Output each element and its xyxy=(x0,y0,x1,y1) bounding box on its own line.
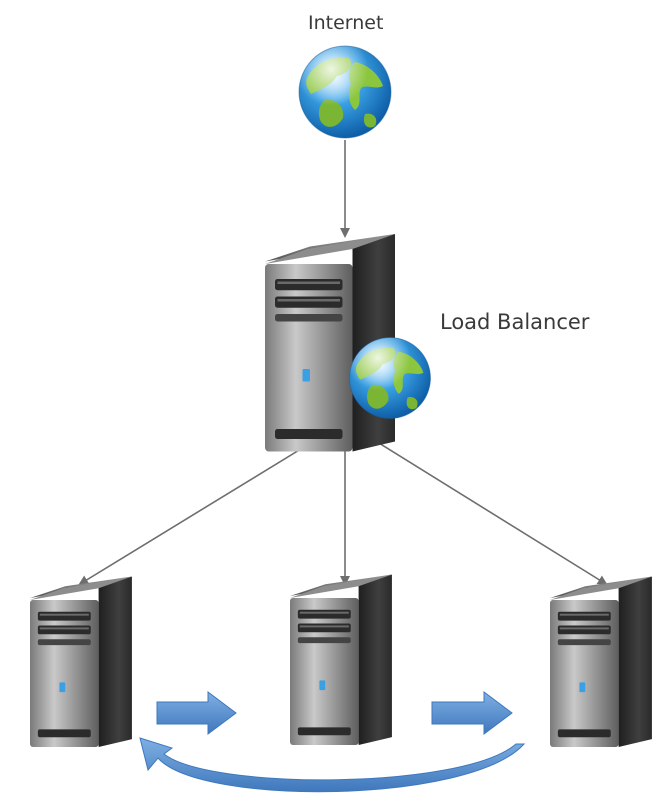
internet-label: Internet xyxy=(308,12,384,34)
server-3-icon xyxy=(550,576,652,747)
flow-arrows xyxy=(139,691,526,793)
globe-icon xyxy=(298,45,392,139)
lb-to-server-3-connector xyxy=(344,421,608,586)
load-balancer-globe-icon xyxy=(349,337,431,419)
server-1-icon xyxy=(30,576,132,747)
server-2-icon xyxy=(290,574,392,745)
load-balancer-label: Load Balancer xyxy=(440,310,590,334)
flow-arrow-right-2 xyxy=(431,691,513,735)
flow-arrow-right-1 xyxy=(156,691,237,735)
flow-arrow-return xyxy=(139,737,526,793)
